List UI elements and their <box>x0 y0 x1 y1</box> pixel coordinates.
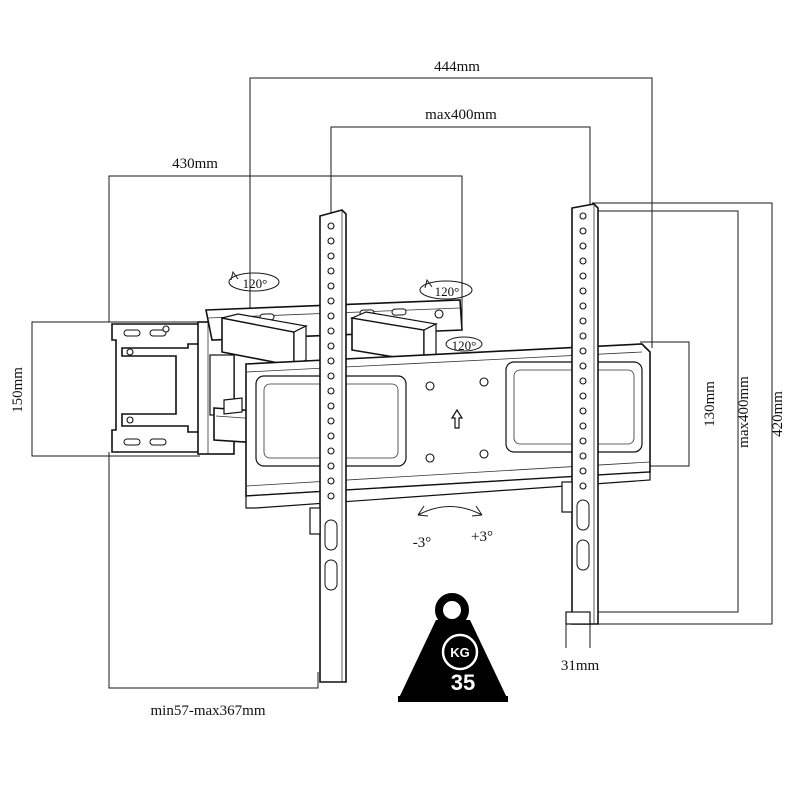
rotation-plate-indicator <box>445 336 483 352</box>
rail-hole <box>579 257 587 265</box>
vertical-rail-left <box>309 209 347 683</box>
rail-hole <box>327 237 335 245</box>
dimension-max400-side <box>596 210 739 613</box>
rail-hole <box>327 417 335 425</box>
label-420mm: 420mm <box>770 391 786 437</box>
rail-hole <box>327 282 335 290</box>
weight-unit: KG <box>450 645 470 660</box>
rail-hole <box>579 437 587 445</box>
rail-hole <box>327 297 335 305</box>
rail-hole <box>579 392 587 400</box>
rail-hole <box>327 222 335 230</box>
rail-hole <box>579 422 587 430</box>
rail-hole <box>327 477 335 485</box>
rail-hole <box>327 342 335 350</box>
rail-hole <box>579 407 587 415</box>
rail-hole <box>327 432 335 440</box>
rail-hole <box>579 377 587 385</box>
rail-hole <box>579 467 587 475</box>
rail-hole <box>327 492 335 500</box>
dimension-31mm <box>565 624 591 648</box>
label-swivel-right: 120° <box>435 284 460 299</box>
rail-hole <box>579 347 587 355</box>
label-444mm: 444mm <box>434 59 480 75</box>
rotation-left-indicator <box>228 270 280 292</box>
dimension-150mm <box>31 321 200 457</box>
label-tilt-minus: -3° <box>413 535 432 551</box>
label-130mm: 130mm <box>702 381 718 427</box>
rail-hole <box>579 242 587 250</box>
label-swivel-left: 120° <box>243 276 268 291</box>
rail-hole <box>327 327 335 335</box>
dimension-max400-top <box>330 126 591 235</box>
label-tilt-plus: +3° <box>471 529 493 545</box>
label-31mm: 31mm <box>561 658 600 674</box>
rail-hole <box>579 332 587 340</box>
weight-icon <box>398 593 508 702</box>
rail-hole <box>579 302 587 310</box>
label-extension: min57-max367mm <box>151 703 266 719</box>
rail-hole <box>579 272 587 280</box>
label-swivel-plate: 120° <box>452 338 477 353</box>
dimension-420mm <box>592 202 773 625</box>
rail-hole <box>579 452 587 460</box>
label-150mm: 150mm <box>10 367 26 413</box>
rail-hole <box>579 287 587 295</box>
label-max400-top: max400mm <box>425 107 497 123</box>
rail-hole <box>579 317 587 325</box>
tilt-indicator <box>417 505 483 517</box>
rail-hole <box>327 357 335 365</box>
upper-arm <box>162 299 463 367</box>
rail-hole <box>327 372 335 380</box>
rail-hole <box>327 252 335 260</box>
weight-value: 35 <box>451 670 475 695</box>
rail-hole <box>327 402 335 410</box>
rail-hole <box>327 387 335 395</box>
vertical-rail-right <box>561 203 599 625</box>
rail-hole <box>327 447 335 455</box>
dimension-444mm <box>249 77 653 348</box>
label-430mm: 430mm <box>172 156 218 172</box>
rail-hole <box>327 462 335 470</box>
rail-hole <box>579 482 587 490</box>
label-max400-side: max400mm <box>736 376 752 448</box>
rail-hole <box>327 312 335 320</box>
dimension-430mm <box>108 175 463 330</box>
rotation-right-indicator <box>419 278 473 300</box>
rail-hole <box>327 267 335 275</box>
rail-hole <box>579 227 587 235</box>
rail-hole <box>579 212 587 220</box>
rail-hole <box>579 362 587 370</box>
dimension-130mm <box>640 341 690 467</box>
dimension-extension <box>108 452 319 689</box>
